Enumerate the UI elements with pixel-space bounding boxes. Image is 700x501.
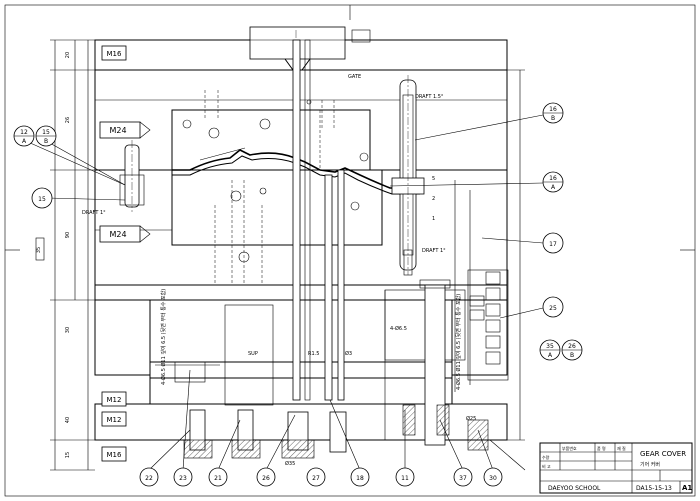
balloon-bottom-30: 30 [483, 467, 503, 487]
svg-text:수량: 수량 [542, 454, 550, 460]
balloon-bottom-27: 27 [306, 467, 326, 487]
balloon-15b: 15 [31, 187, 53, 209]
balloon-bottom-18: 18 [350, 467, 370, 487]
left-slide [119, 140, 145, 212]
part-sub-name: 기어 커버 [640, 461, 660, 468]
dimension-lines-right [384, 69, 525, 441]
part-cavity [172, 147, 420, 195]
svg-text:15: 15 [38, 196, 46, 203]
ejector-pins [214, 39, 345, 401]
dimension-lines-left [35, 39, 95, 471]
svg-text:비 고: 비 고 [542, 463, 551, 469]
balloon-26b: 26 B [561, 339, 583, 361]
side-label: 1 [432, 216, 435, 222]
bottom-balloon-row: 22 23 21 26 27 18 11 37 30 [139, 467, 503, 487]
school-name: DAEYOO SCHOOL [548, 485, 601, 492]
dimension-value: 35 [36, 247, 42, 253]
title-block: 부품번호 품 명 재 질 수량 비 고 GEAR COVER 기어 커버 DAE… [539, 442, 693, 494]
callout-dia: Ø35 [285, 460, 295, 467]
thread-m12-a: M12 [107, 396, 122, 404]
svg-text:22: 22 [145, 475, 153, 482]
balloon-25: 25 [542, 296, 564, 318]
dimension-value: 30 [65, 327, 71, 333]
svg-text:11: 11 [401, 475, 409, 482]
side-label: 5 [432, 176, 435, 182]
dimension-value: 40 [65, 417, 71, 423]
svg-text:A: A [551, 184, 556, 191]
callout-pin: Ø3 [345, 350, 352, 357]
thread-m24-a: M24 [109, 126, 126, 135]
svg-text:A: A [548, 352, 553, 359]
balloon-bottom-23: 23 [173, 467, 193, 487]
leader-lines [27, 114, 544, 471]
ejector-guide-stack [384, 269, 509, 446]
dimension-value: 90 [65, 232, 71, 238]
balloon-bottom-26: 26 [256, 467, 276, 487]
svg-text:품 명: 품 명 [597, 445, 606, 451]
balloon-bottom-22: 22 [139, 467, 159, 487]
svg-text:15: 15 [42, 129, 50, 136]
svg-text:부품번호: 부품번호 [562, 445, 577, 451]
svg-text:B: B [570, 352, 574, 359]
svg-text:17: 17 [549, 241, 557, 248]
svg-text:B: B [44, 138, 48, 145]
callout-sup: SUP [248, 351, 258, 357]
svg-text:21: 21 [214, 475, 222, 482]
thread-m12-b: M12 [107, 416, 122, 424]
svg-text:재 질: 재 질 [617, 445, 626, 451]
thread-m16-top: M16 [107, 50, 122, 58]
callout-draft-2: DRAFT 1.5° [415, 94, 444, 100]
balloon-16b: 16 A [542, 171, 564, 193]
vertical-note: 4-Ø6.5 Ø11 깊이 6.5 (뒷면 부터 통수 포함) [455, 294, 462, 390]
side-label: 2 [432, 196, 435, 202]
balloon-17: 17 [542, 232, 564, 254]
balloon-bottom-21: 21 [208, 467, 228, 487]
vertical-note-2: 4-Ø6.5 Ø11 깊이 6.5 (뒷면 부터 통수 포함) [160, 289, 167, 385]
svg-text:25: 25 [549, 305, 557, 312]
svg-text:16: 16 [549, 106, 557, 113]
balloon-35a: 35 A [539, 339, 561, 361]
dimension-value: 26 [65, 117, 71, 123]
thread-m16-bot: M16 [107, 451, 122, 459]
balloon-bottom-11: 11 [395, 467, 415, 487]
dimension-value: 20 [65, 52, 71, 58]
thread-m24-b: M24 [109, 230, 126, 239]
eye-bolts [99, 45, 151, 462]
svg-text:37: 37 [459, 475, 467, 482]
left-dimension-values: 20 26 90 30 40 15 35 5 2 1 [36, 52, 435, 458]
part-name: GEAR COVER [640, 450, 686, 458]
balloon-bottom-37: 37 [453, 467, 473, 487]
svg-text:A: A [22, 138, 27, 145]
bottom-bolts [155, 304, 489, 459]
callout-dia2: Ø25 [466, 415, 476, 422]
balloon-16: 16 B [542, 102, 564, 124]
balloon-12a: 12 A [13, 125, 35, 147]
svg-text:30: 30 [489, 475, 497, 482]
callout-draft-3: DRAFT 1° [422, 248, 446, 254]
svg-text:16: 16 [549, 175, 557, 182]
drawing-number: DA15-15-13 [636, 485, 672, 492]
holes [182, 90, 369, 263]
callout-draft-1: DRAFT 1° [82, 210, 106, 216]
svg-text:18: 18 [356, 475, 364, 482]
dimension-value: 15 [65, 452, 71, 458]
svg-text:35: 35 [546, 343, 554, 350]
callout-boss: 4-Ø6.5 [390, 325, 407, 332]
svg-text:12: 12 [20, 129, 28, 136]
svg-text:27: 27 [312, 475, 320, 482]
slide-core [391, 75, 425, 276]
svg-text:23: 23 [179, 475, 187, 482]
balloon-15a: 15 B [35, 125, 57, 147]
sheet-size: A1 [682, 484, 692, 492]
svg-text:26: 26 [568, 343, 576, 350]
callout-r: R1.5 [308, 351, 319, 357]
svg-text:26: 26 [262, 475, 270, 482]
svg-text:B: B [551, 115, 555, 122]
callout-gate: GATE [348, 74, 361, 80]
